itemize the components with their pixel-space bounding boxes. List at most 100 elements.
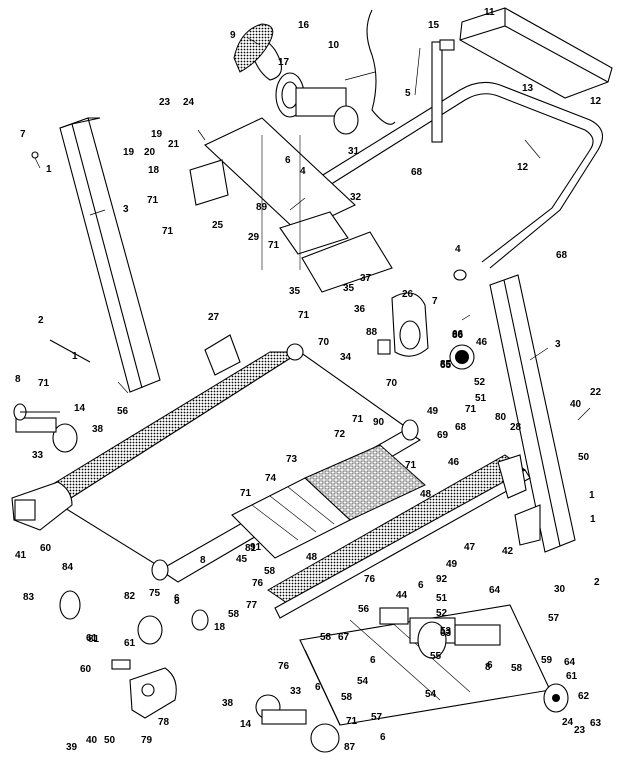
callout-71: 71 xyxy=(298,310,310,321)
callout-28: 28 xyxy=(510,422,522,433)
incline-gear xyxy=(449,344,475,370)
callout-83: 83 xyxy=(23,592,35,603)
callout-6: 6 xyxy=(285,155,291,166)
callout-14: 14 xyxy=(240,719,252,730)
callout-71: 71 xyxy=(352,414,364,425)
callout-63: 63 xyxy=(590,718,602,729)
callout-34: 34 xyxy=(340,352,352,363)
callout-58: 58 xyxy=(511,663,523,674)
callout-6: 6 xyxy=(380,732,386,743)
small-rollers xyxy=(15,417,340,753)
callout-87: 87 xyxy=(344,742,356,753)
callout-8: 8 xyxy=(15,374,21,385)
callout-60: 60 xyxy=(40,543,52,554)
callout-54: 54 xyxy=(425,689,437,700)
wheels xyxy=(59,590,569,713)
callout-13: 13 xyxy=(522,83,534,94)
callout-71: 71 xyxy=(465,404,477,415)
callout-71: 71 xyxy=(346,716,358,727)
callout-54: 54 xyxy=(357,676,369,687)
callout-12: 12 xyxy=(590,96,602,107)
callout-1: 1 xyxy=(589,490,595,501)
callout-15: 15 xyxy=(428,20,440,31)
leader-lines xyxy=(34,37,591,421)
callout-19: 19 xyxy=(123,147,135,158)
callout-33: 33 xyxy=(32,450,44,461)
callout-6: 6 xyxy=(174,593,180,604)
callout-63: 63 xyxy=(440,628,452,639)
callout-77: 77 xyxy=(246,600,258,611)
callout-65: 65 xyxy=(440,360,452,371)
callout-6: 6 xyxy=(487,660,493,671)
callout-74: 74 xyxy=(265,473,277,484)
callout-6: 6 xyxy=(315,682,321,693)
callout-35: 35 xyxy=(343,283,355,294)
motor xyxy=(249,38,359,135)
callout-71: 71 xyxy=(147,195,159,206)
callout-38: 38 xyxy=(92,424,104,435)
callout-64: 64 xyxy=(489,585,501,596)
callout-72: 72 xyxy=(334,429,346,440)
callout-33: 33 xyxy=(290,686,302,697)
callout-91: 91 xyxy=(250,542,262,553)
callout-26: 26 xyxy=(402,289,414,300)
callout-47: 47 xyxy=(464,542,476,553)
callout-58: 58 xyxy=(228,609,240,620)
callout-51: 51 xyxy=(475,393,487,404)
front-bracket xyxy=(514,504,541,546)
callout-4: 4 xyxy=(455,244,461,255)
callout-24: 24 xyxy=(562,717,574,728)
callout-86: 86 xyxy=(452,330,464,341)
callout-23: 23 xyxy=(574,725,586,736)
callout-75: 75 xyxy=(149,588,161,599)
leveling-foot xyxy=(111,659,177,719)
callout-29: 29 xyxy=(248,232,260,243)
callout-62: 62 xyxy=(578,691,590,702)
callout-58: 58 xyxy=(264,566,276,577)
callout-37: 37 xyxy=(360,273,372,284)
callout-71: 71 xyxy=(240,488,252,499)
callout-2: 2 xyxy=(38,315,44,326)
callout-52: 52 xyxy=(436,608,448,619)
callout-1: 1 xyxy=(590,514,596,525)
console xyxy=(459,7,613,99)
callout-46: 46 xyxy=(448,457,460,468)
callout-69: 69 xyxy=(437,430,449,441)
callout-19: 19 xyxy=(151,129,163,140)
callout-85: 85 xyxy=(440,359,452,370)
callout-45: 45 xyxy=(236,554,248,565)
callout-81: 81 xyxy=(245,543,257,554)
callout-2: 2 xyxy=(594,577,600,588)
callout-42: 42 xyxy=(502,546,514,557)
callout-53: 53 xyxy=(440,626,452,637)
callout-1: 1 xyxy=(46,164,52,175)
callout-48: 48 xyxy=(306,552,318,563)
callout-39: 39 xyxy=(66,742,78,753)
callout-71: 71 xyxy=(405,460,417,471)
callout-32: 32 xyxy=(350,192,362,203)
motor-hood xyxy=(204,334,241,376)
callout-30: 30 xyxy=(554,584,566,595)
callout-22: 22 xyxy=(590,387,602,398)
callout-25: 25 xyxy=(212,220,224,231)
callout-38: 38 xyxy=(222,698,234,709)
callout-18: 18 xyxy=(148,165,160,176)
callout-50: 50 xyxy=(104,735,116,746)
callout-58: 58 xyxy=(341,692,353,703)
callout-57: 57 xyxy=(371,712,383,723)
callout-14: 14 xyxy=(74,403,86,414)
right-upright xyxy=(489,274,576,553)
incline-actuator xyxy=(417,621,447,659)
callout-8: 8 xyxy=(200,555,206,566)
callout-24: 24 xyxy=(183,97,195,108)
callout-35: 35 xyxy=(289,286,301,297)
rear-roller xyxy=(151,343,419,581)
wire-harness xyxy=(366,9,396,125)
callout-17: 17 xyxy=(278,57,290,68)
callout-64: 64 xyxy=(564,657,576,668)
callout-56: 56 xyxy=(117,406,129,417)
callout-49: 49 xyxy=(427,406,439,417)
callout-73: 73 xyxy=(286,454,298,465)
